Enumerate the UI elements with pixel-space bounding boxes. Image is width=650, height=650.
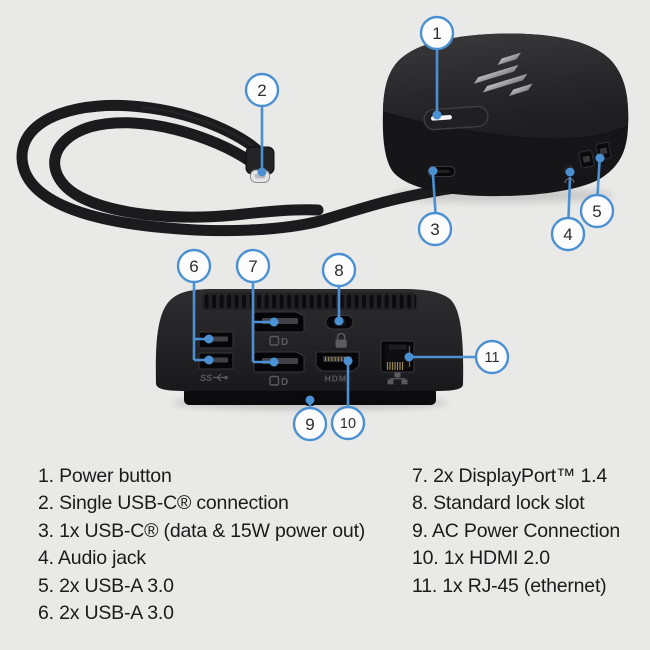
svg-text:1: 1 [432, 24, 441, 43]
svg-text:8: 8 [334, 261, 343, 280]
dock-top-view [382, 33, 629, 197]
cable-inner-loop [49, 117, 324, 223]
leader-5 [596, 161, 601, 196]
svg-text:7: 7 [248, 257, 257, 276]
leader-3 [431, 174, 437, 214]
legend-left-column: 1. Power button 2. Single USB-C® connect… [38, 463, 365, 627]
legend-item-3: 3. 1x USB-C® (data & 15W power out) [38, 519, 366, 542]
callout-4: 4 [550, 216, 586, 252]
callout-10: 10 [330, 405, 366, 441]
svg-text:SS: SS [200, 373, 212, 383]
ethernet-icon [387, 372, 408, 385]
callout-3: 3 [417, 211, 453, 247]
legend-item-4: 4. Audio jack [38, 547, 146, 570]
legend-right-column: 7. 2x DisplayPort™ 1.4 8. Standard lock … [412, 463, 620, 600]
callout-bubbles: 1 2 3 4 5 6 7 8 [176, 15, 615, 442]
legend-item-7: 7. 2x DisplayPort™ 1.4 [412, 465, 608, 487]
legend-item-8: 8. Standard lock slot [412, 492, 585, 515]
callout-1: 1 [419, 15, 455, 51]
svg-text:D: D [281, 337, 288, 348]
callout-8: 8 [321, 252, 357, 288]
cable-highlight [141, 106, 258, 151]
svg-text:D: D [281, 377, 288, 388]
callout-5: 5 [579, 193, 615, 229]
svg-text:4: 4 [563, 225, 572, 244]
leader-4 [567, 176, 572, 219]
rj45-port [380, 340, 415, 385]
svg-text:5: 5 [592, 202, 601, 221]
callout-11: 11 [474, 339, 510, 375]
power-button [423, 105, 489, 131]
legend-item-10: 10. 1x HDMI 2.0 [412, 547, 550, 570]
displayport-icon-2: D [269, 375, 288, 388]
legend-item-9: 9. AC Power Connection [412, 519, 621, 542]
padlock-icon [335, 332, 347, 348]
leader-lines [192, 49, 601, 408]
vent-slots [203, 294, 416, 309]
dock-rear-view: SS D D [155, 289, 464, 406]
superspeed-usb-icon: SS [200, 373, 228, 383]
usb-c-connector [245, 146, 275, 183]
displayport-icon-1: D [269, 335, 288, 348]
legend-item-5: 5. 2x USB-A 3.0 [38, 574, 174, 597]
hp-logo [473, 52, 533, 97]
side-usb-a-ports [578, 141, 612, 169]
leader-6 [192, 282, 206, 362]
svg-text:9: 9 [305, 415, 314, 434]
legend-item-11: 11. 1x RJ-45 (ethernet) [412, 574, 607, 597]
legend-item-6: 6. 2x USB-A 3.0 [38, 602, 174, 625]
svg-text:3: 3 [430, 220, 439, 239]
dock-edge-line [382, 111, 629, 140]
svg-text:6: 6 [189, 257, 198, 276]
callout-2: 2 [244, 72, 280, 108]
svg-text:10: 10 [340, 416, 356, 432]
svg-text:2: 2 [257, 81, 266, 100]
callout-6: 6 [176, 248, 212, 284]
cable-outer-loop [16, 99, 551, 237]
svg-text:11: 11 [484, 350, 499, 366]
legend-item-1: 1. Power button [38, 465, 172, 487]
callout-7: 7 [235, 248, 271, 284]
hdmi-label: HDMI [325, 374, 351, 384]
leader-7 [251, 282, 271, 364]
legend-item-2: 2. Single USB-C® connection [38, 492, 289, 515]
callout-9: 9 [292, 406, 328, 442]
leader-dots [204, 110, 605, 405]
